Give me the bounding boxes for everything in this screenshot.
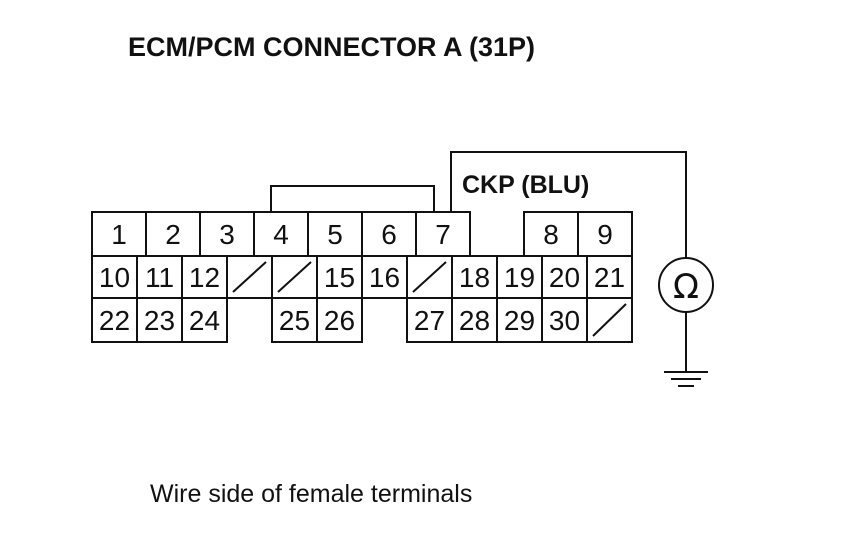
terminal-29: 29	[496, 297, 543, 343]
terminal-24: 24	[181, 297, 228, 343]
terminal-cell	[145, 211, 201, 257]
terminal-cell	[415, 211, 471, 257]
terminal-cell	[91, 297, 138, 343]
terminal-number: 3	[219, 219, 235, 250]
terminal-number: 29	[504, 305, 535, 336]
terminal-22: 22	[91, 297, 138, 343]
blank-terminal	[406, 255, 453, 299]
terminal-number: 4	[273, 219, 289, 250]
terminal-number: 9	[597, 219, 613, 250]
terminal-23: 23	[136, 297, 183, 343]
unused-terminal-slash	[412, 261, 447, 293]
jumper-wire	[270, 185, 435, 212]
terminal-cell	[451, 255, 498, 299]
terminal-12: 12	[181, 255, 228, 299]
terminal-4: 4	[253, 211, 309, 257]
terminal-2: 2	[145, 211, 201, 257]
terminal-number: 20	[549, 262, 580, 293]
ohmmeter-icon: Ω	[658, 257, 714, 313]
terminal-cell	[406, 297, 453, 343]
terminal-3: 3	[199, 211, 255, 257]
terminal-number: 25	[279, 305, 310, 336]
terminal-number: 1	[111, 219, 127, 250]
terminal-number: 28	[459, 305, 490, 336]
ohm-symbol: Ω	[673, 267, 699, 307]
connector-row-1: 1 2 3 4 5 6 7 8 9	[91, 211, 633, 257]
terminal-number: 24	[189, 305, 220, 336]
terminal-number: 5	[327, 219, 343, 250]
terminal-number: 22	[99, 305, 130, 336]
terminal-number: 7	[435, 219, 451, 250]
terminal-cell	[496, 255, 543, 299]
connector-row-2: 10 11 12 15 16 18 19 20 21	[91, 255, 633, 299]
terminal-cell	[541, 297, 588, 343]
terminal-number: 11	[145, 262, 174, 293]
terminal-cell	[496, 297, 543, 343]
ground-icon	[664, 312, 708, 387]
terminal-19: 19	[496, 255, 543, 299]
terminal-11: 11	[136, 255, 183, 299]
terminal-10: 10	[91, 255, 138, 299]
terminal-9: 9	[577, 211, 633, 257]
terminal-28: 28	[451, 297, 498, 343]
terminal-number: 19	[504, 262, 535, 293]
unused-terminal-slash	[232, 261, 267, 293]
terminal-7: 7	[415, 211, 471, 257]
terminal-number: 30	[549, 305, 580, 336]
terminal-cell	[181, 297, 228, 343]
terminal-cell	[577, 211, 633, 257]
connector-row-3: 22 23 24 25 26 27 28 29 30	[91, 297, 633, 343]
terminal-number: 2	[165, 219, 181, 250]
terminal-8: 8	[523, 211, 579, 257]
terminal-5: 5	[307, 211, 363, 257]
terminal-number: 18	[459, 262, 490, 293]
unused-terminal-slash	[277, 261, 312, 293]
terminal-21: 21	[586, 255, 633, 299]
terminal-15: 15	[316, 255, 363, 299]
terminal-number: 27	[414, 305, 445, 336]
terminal-6: 6	[361, 211, 417, 257]
terminal-number: 10	[99, 262, 130, 293]
terminal-20: 20	[541, 255, 588, 299]
terminal-cell	[271, 297, 318, 343]
unused-terminal-slash	[592, 303, 627, 337]
terminal-number: 6	[381, 219, 397, 250]
terminal-26: 26	[316, 297, 363, 343]
probe-wire	[450, 151, 687, 258]
terminal-16: 16	[361, 255, 408, 299]
terminal-cell	[136, 255, 183, 299]
blank-terminal	[586, 297, 633, 343]
terminal-number: 16	[369, 262, 400, 293]
terminal-number: 8	[543, 219, 559, 250]
diagram-title: ECM/PCM CONNECTOR A (31P)	[128, 32, 535, 62]
terminal-1: 1	[91, 211, 147, 257]
terminal-number: 23	[144, 305, 175, 336]
ckp-wire-label: CKP (BLU)	[462, 171, 589, 199]
terminal-number: 21	[594, 262, 625, 293]
terminal-cell	[316, 255, 363, 299]
diagram-caption: Wire side of female terminals	[150, 480, 472, 508]
terminal-number: 15	[324, 262, 355, 293]
terminal-25: 25	[271, 297, 318, 343]
blank-terminal	[271, 255, 318, 299]
blank-terminal	[226, 255, 273, 299]
terminal-number: 26	[324, 305, 355, 336]
terminal-number: 12	[189, 262, 220, 293]
terminal-cell	[316, 297, 363, 343]
terminal-cell	[361, 255, 408, 299]
terminal-30: 30	[541, 297, 588, 343]
terminal-27: 27	[406, 297, 453, 343]
terminal-18: 18	[451, 255, 498, 299]
terminal-cell	[451, 297, 498, 343]
